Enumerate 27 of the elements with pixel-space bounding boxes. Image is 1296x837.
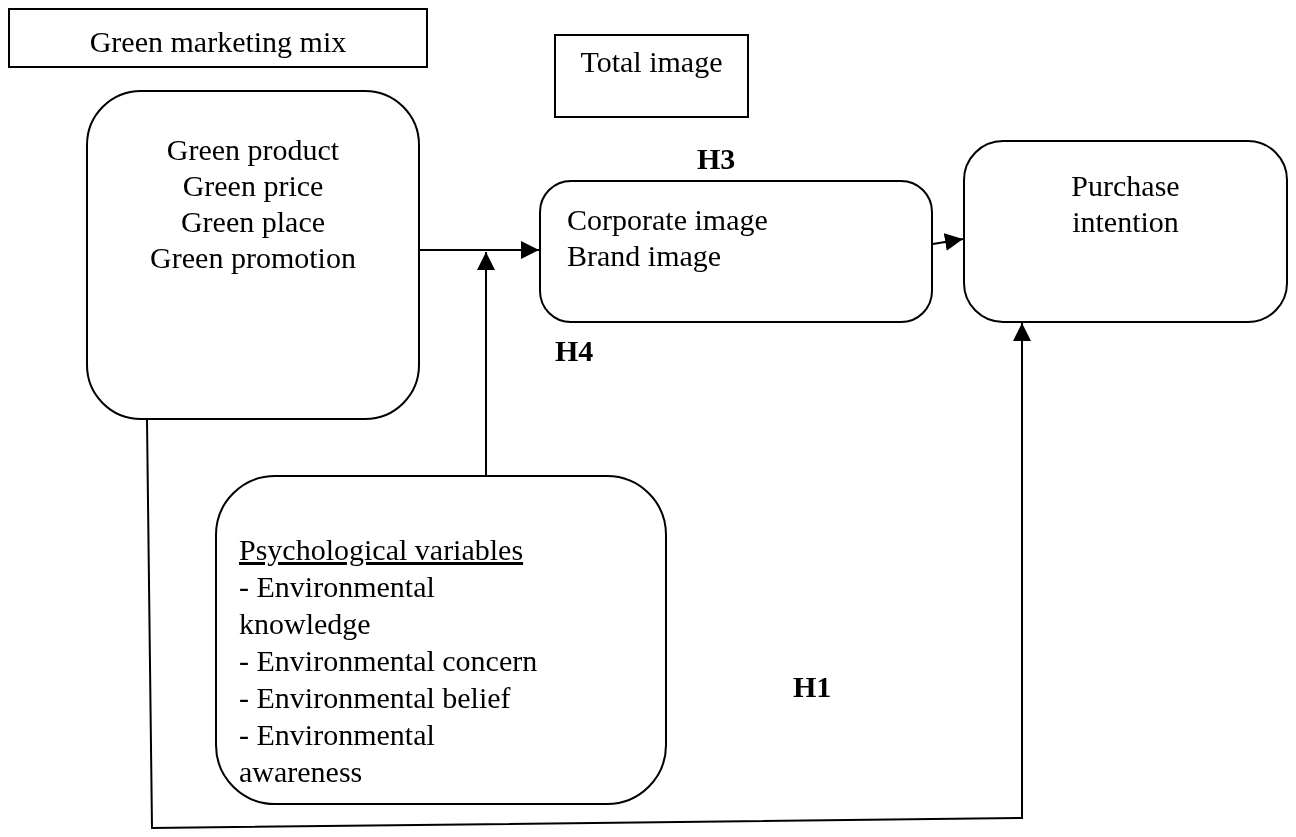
arrow xyxy=(932,233,964,251)
process-box xyxy=(963,140,1288,323)
list-item: - Environmental awareness xyxy=(239,717,436,790)
node-label: Corporate image xyxy=(567,202,769,238)
node-label: Brand image xyxy=(567,238,723,274)
node-label: Green place xyxy=(179,204,327,240)
node-label: Purchase intention xyxy=(1070,168,1181,240)
node-label: Green promotion xyxy=(149,240,357,276)
hypothesis-label: H3 xyxy=(697,142,736,176)
title-box xyxy=(554,34,749,118)
hypothesis-label: H1 xyxy=(793,670,832,704)
arrow xyxy=(146,322,1031,829)
process-box xyxy=(215,475,667,805)
list-item: - Environmental knowledge xyxy=(239,569,436,642)
arrow xyxy=(477,251,495,476)
title-box xyxy=(8,8,428,68)
node-label: Total image xyxy=(579,44,724,80)
process-box xyxy=(86,90,420,420)
node-label: Green marketing mix xyxy=(88,24,348,60)
process-box xyxy=(539,180,933,323)
list-item: - Environmental concern xyxy=(239,643,539,679)
list-item: - Environmental belief xyxy=(239,680,512,716)
section-heading: Psychological variables xyxy=(239,532,525,568)
node-label: Green product xyxy=(165,132,341,168)
hypothesis-label: H4 xyxy=(555,334,594,368)
node-label: Green price xyxy=(181,168,325,204)
arrow xyxy=(419,241,540,259)
